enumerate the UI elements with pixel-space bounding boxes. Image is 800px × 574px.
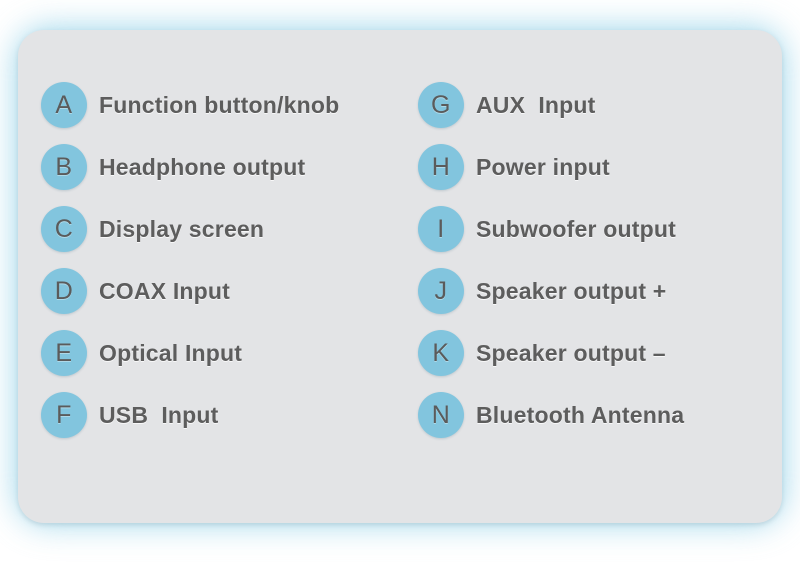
badge-circle-b: B [41,144,87,190]
badge-circle-e: E [41,330,87,376]
legend-label: Headphone output [99,153,306,180]
legend-label: Bluetooth Antenna [476,401,685,428]
badge-letter: K [432,338,450,367]
badge-circle-f: F [41,392,87,438]
badge-circle-i: I [418,206,464,252]
badge-letter: G [431,90,451,119]
badge-letter: F [56,400,72,429]
badge-letter: E [55,338,73,367]
legend-columns: A Function button/knob B Headphone outpu… [18,30,782,523]
badge-circle-h: H [418,144,464,190]
badge-letter: C [54,214,74,243]
badge-circle-a: A [41,82,87,128]
legend-label: Subwoofer output [476,215,676,242]
badge-circle-c: C [41,206,87,252]
legend-item-g: G AUX Input [418,74,758,136]
legend-label: Optical Input [99,339,243,366]
legend-label: COAX Input [99,277,231,304]
badge-letter: A [55,90,73,119]
badge-letter: N [431,400,451,429]
legend-item-c: C Display screen [41,198,371,260]
legend-item-a: A Function button/knob [41,74,371,136]
legend-label: Speaker output + [476,277,667,304]
badge-circle-d: D [41,268,87,314]
legend-label: Display screen [99,215,265,242]
legend-item-k: K Speaker output – [418,322,758,384]
legend-item-b: B Headphone output [41,136,371,198]
legend-label: Power input [476,153,610,180]
badge-letter: D [54,276,74,305]
legend-item-h: H Power input [418,136,758,198]
legend-item-e: E Optical Input [41,322,371,384]
badge-circle-n: N [418,392,464,438]
legend-label: USB Input [99,401,219,428]
legend-item-j: J Speaker output + [418,260,758,322]
badge-letter: B [55,152,73,181]
legend-item-i: I Subwoofer output [418,198,758,260]
badge-letter: I [437,214,445,243]
legend-card: A Function button/knob B Headphone outpu… [18,30,782,523]
legend-label: Function button/knob [99,91,340,118]
legend-column-right: G AUX Input H Power input I Subwoofer ou… [418,74,758,446]
legend-label: AUX Input [476,91,596,118]
legend-item-d: D COAX Input [41,260,371,322]
badge-circle-g: G [418,82,464,128]
badge-letter: J [434,276,448,305]
legend-column-left: A Function button/knob B Headphone outpu… [41,74,371,446]
badge-circle-j: J [418,268,464,314]
legend-item-f: F USB Input [41,384,371,446]
badge-letter: H [431,152,451,181]
legend-label: Speaker output – [476,339,666,366]
legend-item-n: N Bluetooth Antenna [418,384,758,446]
badge-circle-k: K [418,330,464,376]
